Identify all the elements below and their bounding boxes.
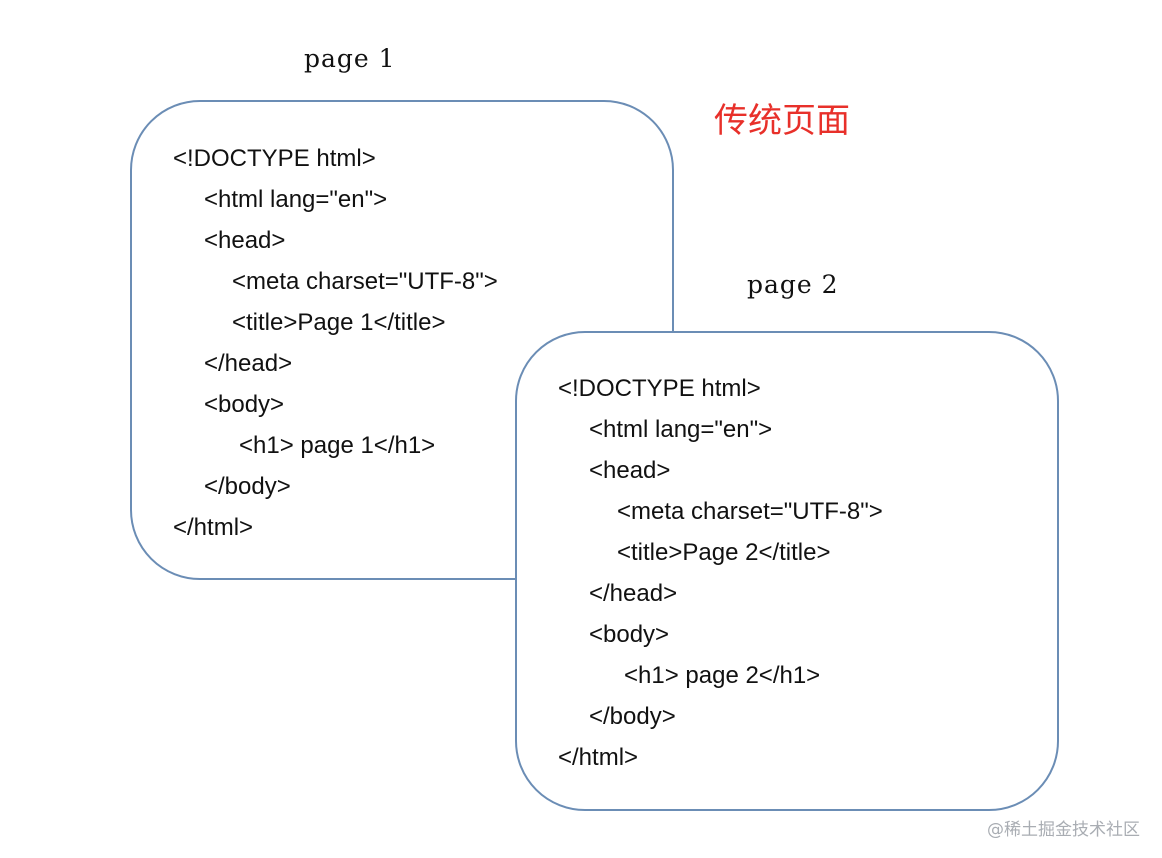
code-line: <title>Page 2</title>	[617, 539, 831, 566]
code-line: </head>	[204, 350, 293, 377]
page-2-code-lines: <!DOCTYPE html> <html lang="en"> <head> <me…	[558, 368, 883, 778]
site-watermark: @稀土掘金技术社区	[987, 820, 1140, 840]
code-line: <meta charset="UTF-8">	[232, 268, 498, 295]
code-line: <h1> page 1</h1>	[239, 432, 436, 459]
code-line: <meta charset="UTF-8">	[617, 498, 883, 525]
code-line: </html>	[558, 744, 639, 771]
code-line: </body>	[589, 703, 676, 730]
code-line: </html>	[173, 514, 254, 541]
code-line: <h1> page 2</h1>	[624, 662, 821, 689]
code-line: </body>	[204, 473, 291, 500]
code-line: <head>	[589, 457, 671, 484]
page-2-code-box: <!DOCTYPE html> <html lang="en"> <head> <me…	[515, 331, 1059, 811]
code-line: <title>Page 1</title>	[232, 309, 446, 336]
code-line: <body>	[204, 391, 285, 418]
code-line: <html lang="en">	[204, 186, 388, 213]
code-line: <!DOCTYPE html>	[173, 145, 376, 172]
page-1-code-lines: <!DOCTYPE html> <html lang="en"> <head> <me…	[173, 138, 498, 548]
code-line: <!DOCTYPE html>	[558, 375, 761, 402]
code-line: <head>	[204, 227, 286, 254]
code-line: </head>	[589, 580, 678, 607]
page-2-label: page 2	[747, 270, 839, 299]
diagram-heading: 传统页面	[714, 101, 850, 141]
code-line: <html lang="en">	[589, 416, 773, 443]
code-line: <body>	[589, 621, 670, 648]
page-1-label: page 1	[304, 44, 396, 73]
